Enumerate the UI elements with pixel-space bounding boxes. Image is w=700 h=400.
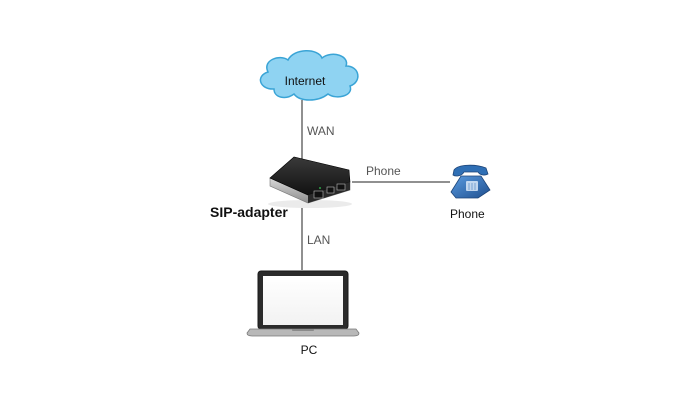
internet-label: Internet (285, 74, 326, 88)
pc-label: PC (301, 343, 318, 357)
phone-node: Phone (450, 164, 491, 221)
lan-label: LAN (307, 233, 330, 247)
sip-adapter-icon (268, 156, 352, 208)
pc-node: PC (246, 270, 360, 357)
telephone-icon (450, 164, 491, 199)
phone-link-label: Phone (366, 164, 401, 178)
cloud-icon (259, 50, 359, 101)
phone-label: Phone (450, 207, 485, 221)
internet-node: Internet (259, 50, 359, 101)
laptop-icon (246, 270, 360, 337)
sip-adapter-label: SIP-adapter (210, 204, 288, 220)
sip-adapter-node: SIP-adapter (210, 156, 352, 220)
wan-label: WAN (307, 124, 335, 138)
